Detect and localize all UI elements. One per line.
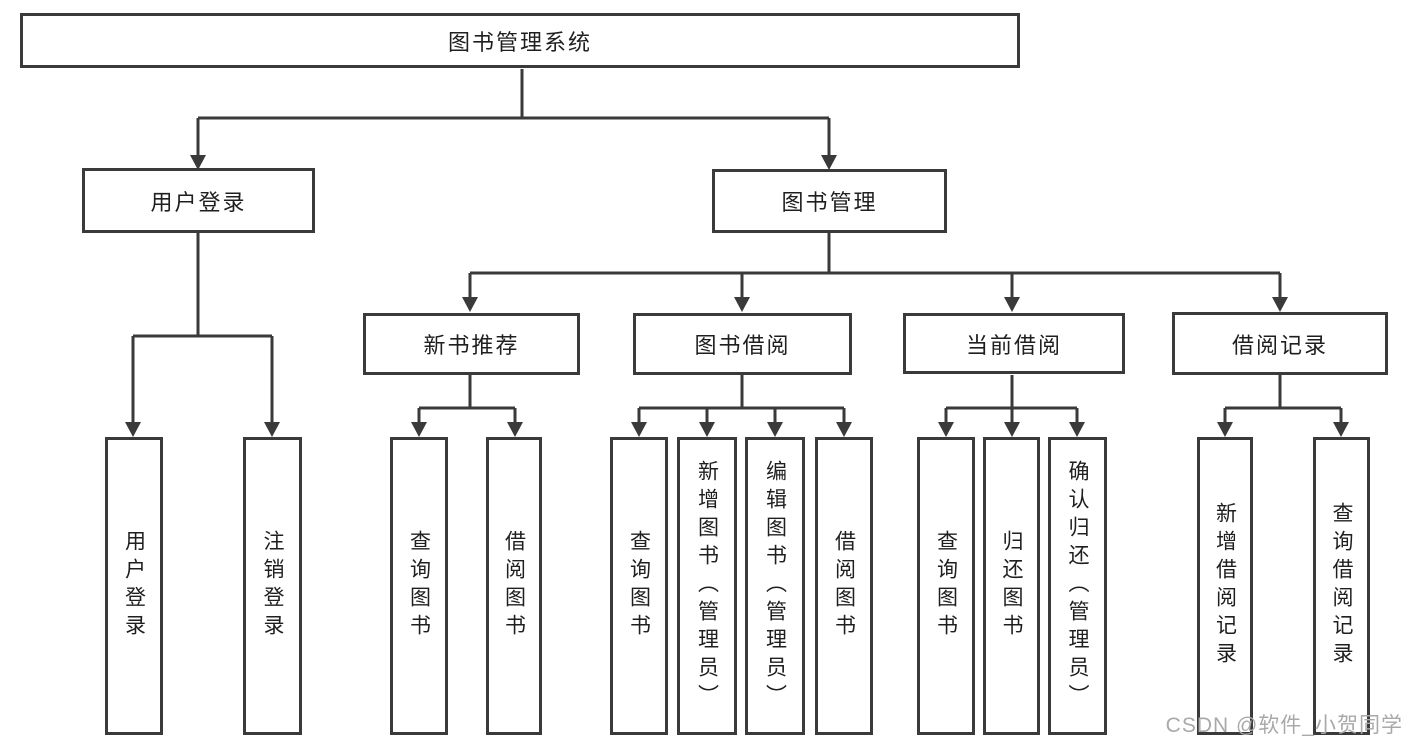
node-add-borrow-record: 新增借阅记录 [1197, 437, 1253, 735]
node-book-management: 图书管理 [712, 169, 947, 233]
leaf-label: 确认归还（管理员） [1066, 460, 1089, 712]
node-return-book: 归还图书 [983, 437, 1040, 735]
node-query-books-current: 查询图书 [917, 437, 975, 735]
node-confirm-return-admin: 确认归还（管理员） [1048, 437, 1107, 735]
node-query-books-borrow: 查询图书 [610, 437, 668, 735]
node-book-management-label: 图书管理 [781, 190, 878, 215]
node-query-books-recommend: 查询图书 [390, 437, 448, 735]
node-logout: 注销登录 [243, 437, 302, 735]
node-current-borrowing-label: 当前借阅 [965, 332, 1062, 358]
leaf-label: 查询图书 [627, 530, 651, 642]
node-borrowing-records-label: 借阅记录 [1231, 332, 1328, 358]
leaf-label: 查询图书 [934, 530, 958, 642]
leaf-label: 注销登录 [261, 530, 284, 642]
leaf-label: 查询图书 [407, 530, 431, 642]
node-edit-book-admin: 编辑图书（管理员） [745, 437, 805, 735]
node-borrow-books: 借阅图书 [815, 437, 873, 735]
leaf-label: 用户登录 [122, 530, 146, 642]
node-user-login: 用户登录 [82, 168, 315, 233]
node-add-book-admin: 新增图书（管理员） [677, 437, 737, 735]
leaf-label: 查询借阅记录 [1330, 502, 1353, 670]
node-book-borrowing: 图书借阅 [633, 313, 852, 375]
node-borrow-books-recommend: 借阅图书 [486, 437, 542, 735]
csdn-watermark: CSDN @软件_小贺同学 [1165, 714, 1403, 737]
node-new-book-recommend-label: 新书推荐 [423, 333, 520, 358]
leaf-label: 编辑图书（管理员） [763, 460, 787, 712]
node-query-borrow-record: 查询借阅记录 [1313, 437, 1370, 735]
node-borrowing-records: 借阅记录 [1172, 312, 1388, 375]
node-book-borrowing-label: 图书借阅 [694, 333, 791, 358]
node-current-borrowing: 当前借阅 [903, 313, 1125, 374]
leaf-label: 新增图书（管理员） [695, 460, 719, 712]
leaf-label: 借阅图书 [502, 530, 526, 642]
node-user-login-label: 用户登录 [150, 189, 247, 215]
node-root-label: 图书管理系统 [447, 29, 592, 55]
node-new-book-recommend: 新书推荐 [363, 313, 580, 375]
leaf-label: 借阅图书 [832, 530, 856, 642]
leaf-label: 归还图书 [1000, 530, 1023, 642]
leaf-label: 新增借阅记录 [1213, 502, 1237, 670]
node-root: 图书管理系统 [20, 13, 1020, 68]
node-user-login-action: 用户登录 [105, 437, 163, 735]
